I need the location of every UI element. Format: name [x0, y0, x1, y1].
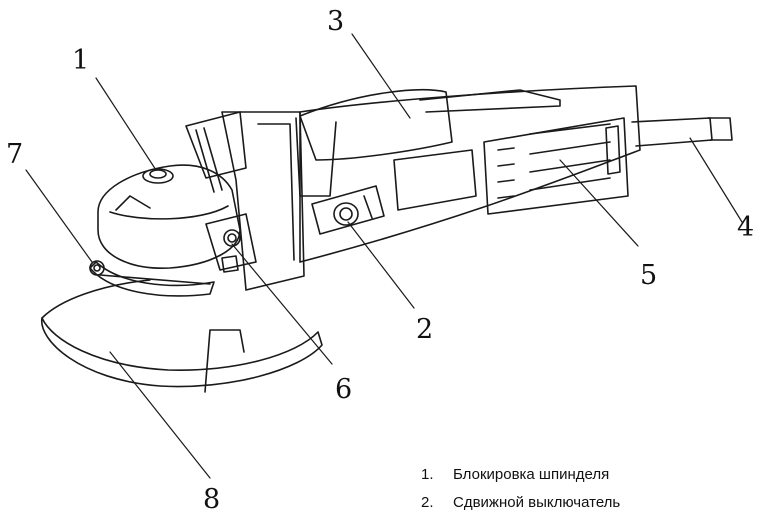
- callout-1: 1: [72, 45, 90, 76]
- callout-8: 8: [203, 484, 221, 515]
- legend-text: Блокировка шпинделя: [453, 466, 610, 483]
- front-housing: [185, 111, 305, 291]
- callout-2: 2: [416, 314, 434, 345]
- callout-6: 6: [335, 374, 353, 405]
- legend-item: 2. Сдвижной выключатель: [421, 494, 751, 511]
- side-handle-mount: [205, 213, 257, 273]
- parts-legend: 1. Блокировка шпинделя 2. Сдвижной выключа…: [421, 466, 751, 511]
- clamp-ring: [89, 260, 215, 297]
- legend-text: Сдвижной выключатель: [453, 494, 621, 511]
- callout-7: 7: [6, 139, 24, 170]
- power-cable: [631, 117, 733, 147]
- callout-3: 3: [327, 6, 345, 37]
- callout-5: 5: [640, 260, 658, 291]
- slide-switch: [311, 185, 385, 235]
- legend-item: 1. Блокировка шпинделя: [421, 466, 751, 494]
- legend-index: 1.: [421, 466, 434, 483]
- disc-guard: [41, 279, 323, 393]
- callout-4: 4: [737, 212, 755, 243]
- legend-index: 2.: [421, 494, 434, 511]
- leader-lines: [25, 33, 743, 479]
- motor-housing: [295, 85, 641, 263]
- ventilation-slots: [483, 117, 629, 215]
